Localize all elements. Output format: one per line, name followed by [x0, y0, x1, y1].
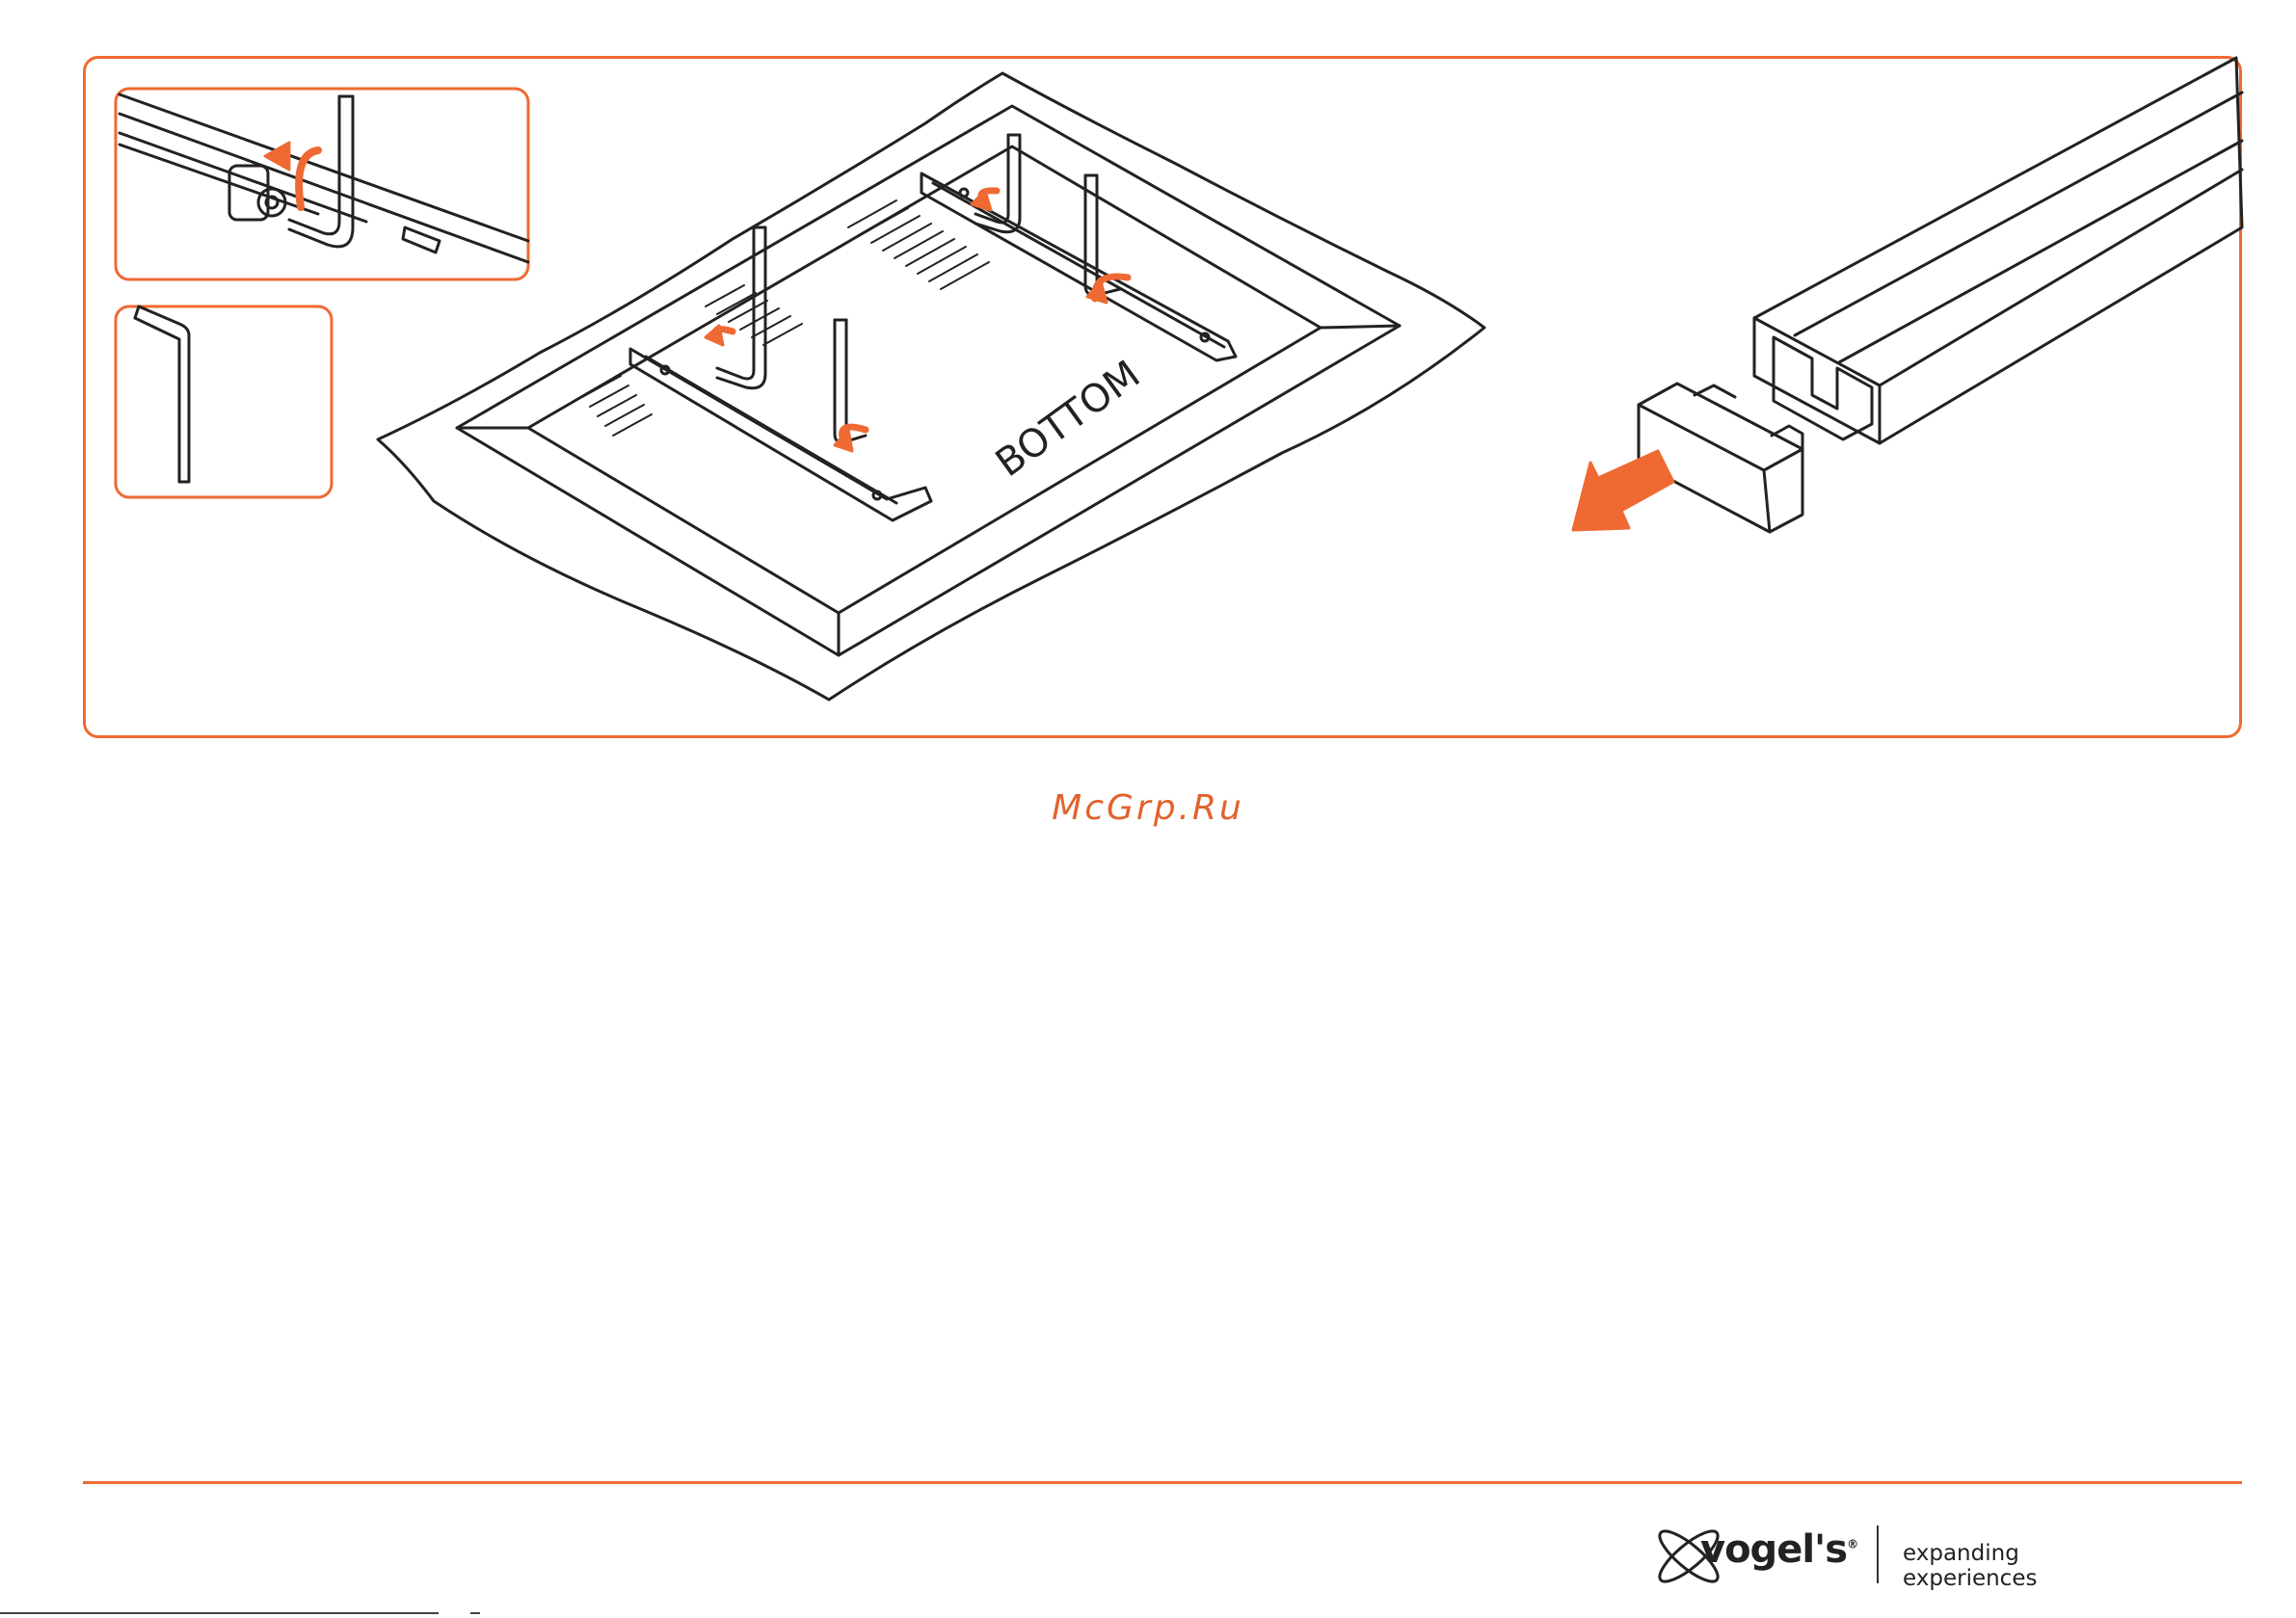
page-edge-rule — [0, 1612, 439, 1614]
brand-footer: vogel's® expanding experiences — [1650, 1518, 2151, 1595]
detail-inset-allen-key — [116, 306, 332, 497]
brand-name: vogel's® — [1700, 1527, 1857, 1572]
direction-arrow — [1573, 451, 1673, 530]
detail-inset-rail — [116, 89, 528, 279]
mounting-strip-back — [921, 135, 1236, 360]
tv-outline — [457, 106, 1400, 655]
assembly-illustration: BOTTOM — [0, 0, 2296, 752]
protective-sheet-outline — [378, 73, 1484, 700]
mounting-strip-front — [630, 227, 931, 520]
footer-divider — [83, 1481, 2242, 1484]
brand-tagline: expanding experiences — [1903, 1541, 2151, 1591]
tv-bottom-label: BOTTOM — [988, 353, 1149, 487]
page-edge-tick — [470, 1612, 480, 1614]
aluminium-profile — [1754, 58, 2242, 443]
end-cap — [1639, 384, 1802, 532]
watermark: McGrp.Ru — [0, 788, 2296, 828]
brand-divider — [1877, 1525, 1879, 1583]
